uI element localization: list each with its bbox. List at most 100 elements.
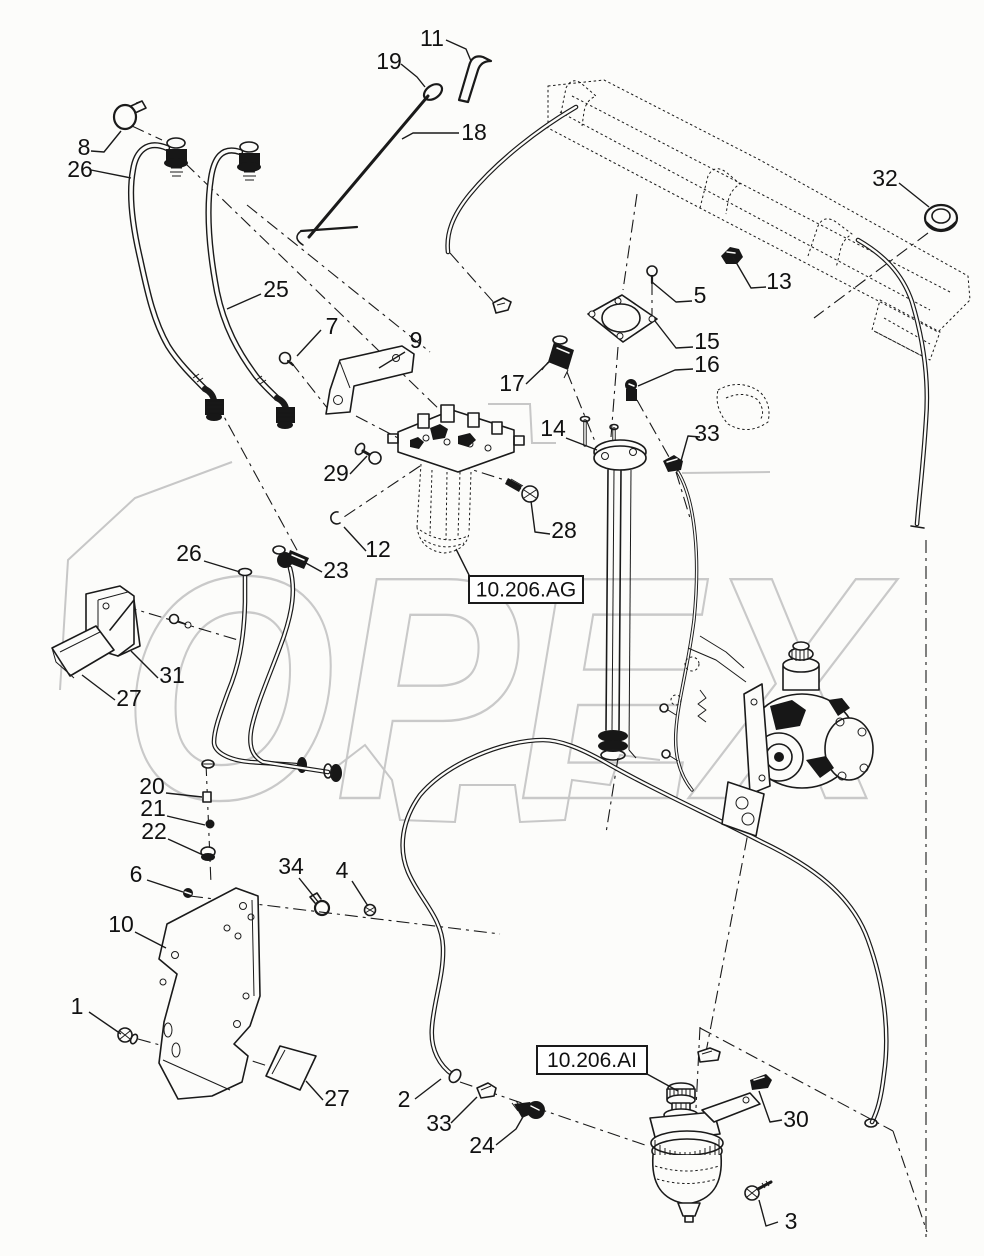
bolt-29-part	[354, 442, 382, 465]
prefilter-assembly	[649, 1047, 761, 1223]
leader-line-29	[349, 455, 368, 475]
leader-line-26	[203, 560, 241, 573]
part-label-15: 15	[694, 328, 720, 354]
leader-line-21	[166, 815, 206, 826]
fitting-23-part	[272, 545, 309, 569]
part-label-17: 17	[499, 370, 525, 396]
leader-line-22	[167, 838, 204, 856]
part-label-1: 1	[71, 993, 84, 1019]
part-label-28: 28	[551, 517, 577, 543]
leader-line-10.206.AI	[646, 1073, 679, 1092]
ghost-outline	[334, 743, 661, 824]
part-label-12: 12	[365, 536, 391, 562]
part-label-31: 31	[159, 662, 185, 688]
leader-line-34	[298, 877, 320, 904]
leader-line-11	[445, 39, 472, 62]
rod-part	[296, 83, 444, 246]
part-label-13: 13	[766, 268, 792, 294]
hose-25-right	[205, 147, 281, 402]
leader-line-9	[378, 351, 406, 369]
grommet-part	[923, 203, 959, 233]
leader-line-3	[758, 1199, 779, 1227]
reference-box-10.206.AI	[536, 1045, 648, 1075]
injection-pump-assembly	[659, 635, 874, 837]
hardware-stack	[200, 759, 216, 861]
elbow-24-part	[511, 1100, 545, 1119]
leader-line-23	[303, 561, 323, 573]
leader-line-10.206.AG	[455, 548, 471, 578]
reference-box-10.206.AG	[468, 575, 584, 604]
part-label-29: 29	[323, 460, 349, 486]
bolt-28-part	[505, 478, 539, 503]
clip-12-part	[330, 511, 341, 525]
leader-line-33	[450, 1096, 478, 1124]
part-label-4: 4	[336, 857, 349, 883]
hose-end-fitting-right	[255, 375, 295, 429]
ghost-outline	[681, 471, 771, 474]
part-label-33: 33	[694, 420, 720, 446]
leader-line-5	[651, 281, 693, 303]
leader-line-24	[495, 1114, 525, 1146]
part-label-24: 24	[469, 1132, 495, 1158]
fuel-sender-part	[579, 415, 647, 761]
leader-line-13	[732, 256, 767, 289]
part-label-18: 18	[461, 119, 487, 145]
leader-line-27	[305, 1080, 324, 1101]
ghost-outline	[488, 403, 556, 444]
nut-6-part	[183, 888, 193, 898]
clamp-33-lower	[476, 1082, 497, 1099]
bolt-1-part	[117, 1027, 139, 1045]
leader-line-4	[351, 880, 369, 907]
part-label-6: 6	[130, 861, 143, 887]
clip-30-part	[750, 1074, 772, 1090]
long-hose-2	[400, 737, 889, 1128]
leader-line-7	[296, 329, 322, 357]
leader-line-14	[565, 437, 598, 451]
part-label-26: 26	[67, 156, 93, 182]
part-label-7: 7	[326, 313, 339, 339]
small-bolt-31	[168, 613, 192, 629]
part-label-10: 10	[108, 911, 134, 937]
leader-line-1	[88, 1011, 122, 1035]
clamp-33-upper	[663, 455, 683, 472]
part-label-33: 33	[426, 1110, 452, 1136]
leader-line-2	[414, 1078, 442, 1100]
hose-clamp-part-8	[112, 100, 147, 131]
construction-lines	[123, 125, 929, 1238]
leader-line-12	[343, 526, 367, 552]
small-clamp-mid	[492, 297, 512, 314]
hose-end-fitting-left	[192, 373, 224, 421]
part-label-11: 11	[420, 25, 444, 51]
leader-line-31	[130, 650, 159, 679]
part-label-14: 14	[540, 415, 566, 441]
part-label-32: 32	[872, 165, 898, 191]
part-label-3: 3	[785, 1208, 798, 1234]
elbow-fitting-16	[625, 379, 637, 401]
leader-line-6	[146, 879, 184, 893]
reference-box-label-10.206.AG: 10.206.AG	[476, 579, 576, 602]
hose-fitting-top-right	[237, 141, 261, 181]
leader-line-32	[898, 182, 930, 208]
hose-fitting-top-left	[164, 137, 188, 177]
part-label-16: 16	[694, 351, 720, 377]
vent-hose-right	[855, 237, 930, 529]
leader-line-26	[90, 169, 132, 179]
leader-line-28	[530, 500, 551, 535]
ghost-outline	[59, 461, 233, 691]
fuel-filter-assembly	[387, 404, 525, 554]
wedge-27-upper	[51, 625, 115, 679]
part-label-21: 21	[140, 795, 166, 821]
leader-line-27	[81, 674, 116, 701]
leader-line-25	[226, 293, 262, 310]
supply-hose	[673, 470, 699, 792]
part-label-30: 30	[783, 1106, 809, 1132]
tube-23-lower	[248, 565, 342, 782]
bolt-3-part	[744, 1180, 773, 1201]
frame-clip-part	[721, 247, 743, 264]
part-label-19: 19	[376, 48, 402, 74]
part-label-27: 27	[116, 685, 142, 711]
part-label-22: 22	[141, 818, 167, 844]
